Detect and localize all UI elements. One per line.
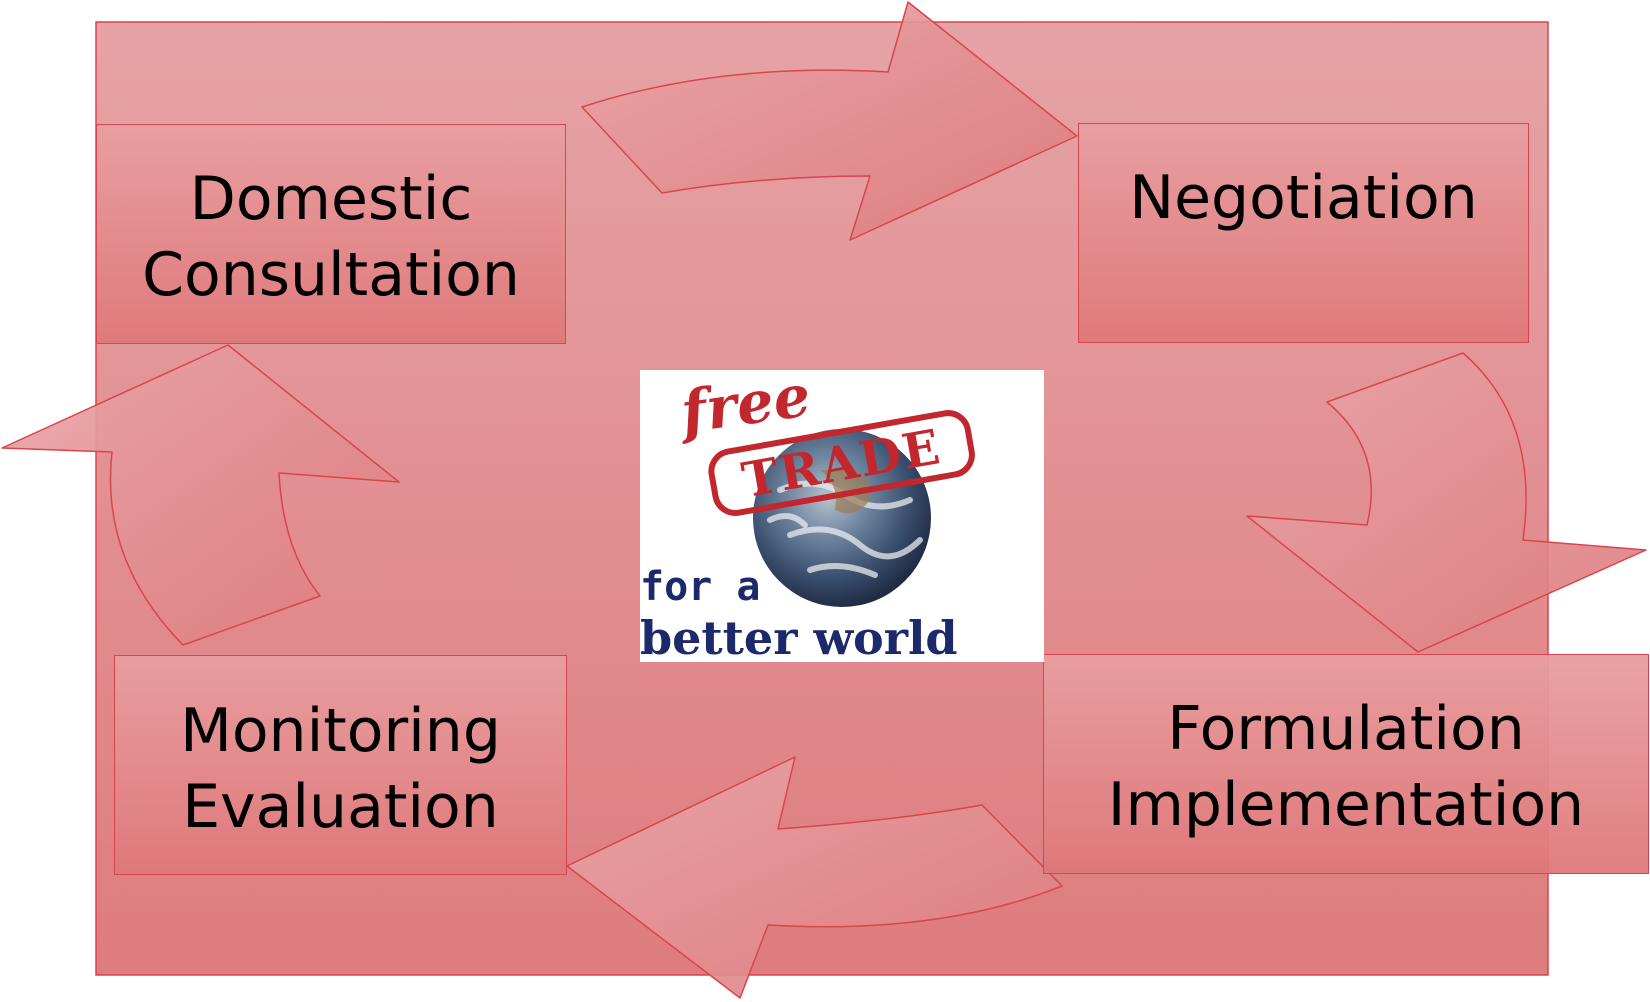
arrow-domestic-to-negotiation (581, 1, 1078, 241)
step-monitoring-line2: Evaluation (182, 772, 499, 842)
arrow-monitoring-to-domestic (1, 344, 400, 646)
step-negotiation-line1: Negotiation (1129, 163, 1478, 233)
logo-tagline-1: for a (640, 564, 760, 610)
free-trade-logo: free TRADE for a better world (640, 370, 1044, 662)
step-negotiation: Negotiation (1078, 123, 1529, 343)
step-formulation-implementation: Formulation Implementation (1043, 654, 1649, 874)
globe-icon (753, 429, 931, 607)
step-monitoring-evaluation: Monitoring Evaluation (114, 655, 567, 875)
step-domestic-consultation: Domestic Consultation (96, 124, 566, 344)
step-domestic-line1: Domestic (189, 164, 473, 234)
arrow-negotiation-to-formulation (1246, 352, 1647, 653)
step-monitoring-line1: Monitoring (180, 696, 501, 766)
step-formulation-line1: Formulation (1167, 694, 1525, 764)
logo-tagline-2: better world (640, 611, 958, 662)
step-domestic-line2: Consultation (142, 240, 520, 310)
arrow-formulation-to-monitoring (566, 756, 1063, 999)
step-formulation-line2: Implementation (1107, 770, 1585, 840)
